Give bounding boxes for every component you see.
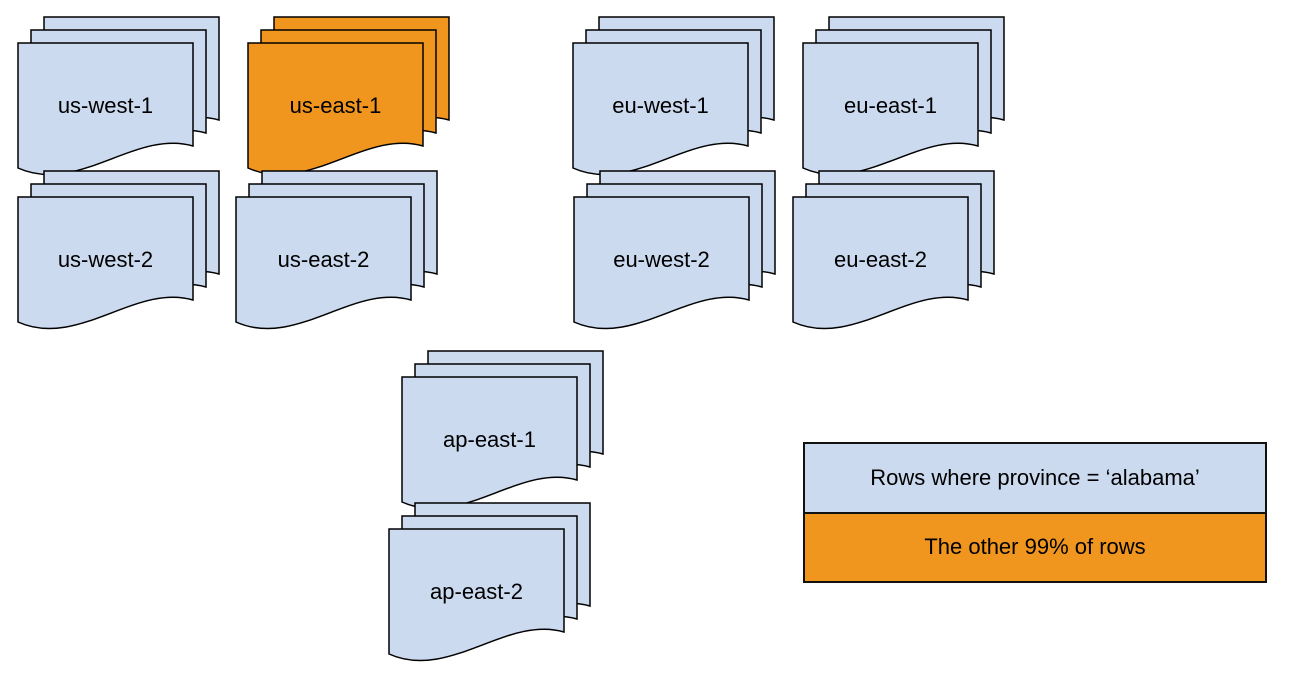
document-stack-icon <box>247 16 450 176</box>
document-stack-icon <box>573 170 776 330</box>
doc-stack-us-east-2: us-east-2 <box>235 170 438 331</box>
legend-item-label: The other 99% of rows <box>924 534 1146 560</box>
doc-stack-ap-east-1: ap-east-1 <box>401 350 604 511</box>
doc-stack-eu-east-1: eu-east-1 <box>802 16 1005 177</box>
doc-stack-us-west-2: us-west-2 <box>17 170 220 331</box>
document-stack-icon <box>235 170 438 330</box>
document-stack-icon <box>388 502 591 662</box>
doc-stack-eu-east-2: eu-east-2 <box>792 170 995 331</box>
doc-stack-eu-west-1: eu-west-1 <box>572 16 775 177</box>
legend-item-label: Rows where province = ‘alabama’ <box>870 464 1200 490</box>
document-stack-icon <box>401 350 604 510</box>
legend: Rows where province = ‘alabama’ The othe… <box>803 442 1267 583</box>
legend-item-alabama-rows: Rows where province = ‘alabama’ <box>805 444 1265 514</box>
doc-stack-us-east-1: us-east-1 <box>247 16 450 177</box>
document-stack-icon <box>792 170 995 330</box>
document-stack-icon <box>572 16 775 176</box>
legend-item-other-rows: The other 99% of rows <box>805 513 1265 581</box>
doc-stack-ap-east-2: ap-east-2 <box>388 502 591 663</box>
document-stack-icon <box>17 170 220 330</box>
document-stack-icon <box>17 16 220 176</box>
doc-stack-us-west-1: us-west-1 <box>17 16 220 177</box>
doc-stack-eu-west-2: eu-west-2 <box>573 170 776 331</box>
document-stack-icon <box>802 16 1005 176</box>
